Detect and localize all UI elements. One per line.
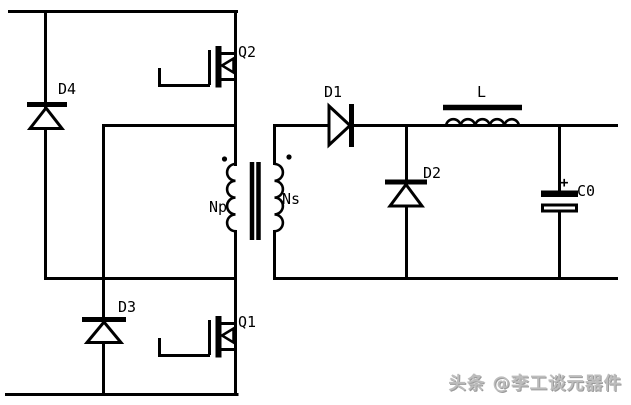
diode-d4 (26, 10, 67, 280)
diode-d3 (82, 124, 126, 396)
watermark-text: 头条 @李工谈元器件 (448, 374, 622, 394)
diode-d1 (327, 102, 354, 149)
label-np: Np (209, 198, 228, 216)
wires-and-components (5, 10, 618, 396)
label-d4: D4 (58, 80, 77, 98)
primary-winding (225, 162, 236, 233)
secondary-winding (274, 162, 285, 233)
q1-body-arrow (219, 326, 235, 345)
label-q1: Q1 (238, 313, 257, 331)
label-c0: C0 (577, 182, 596, 200)
transformer (221, 124, 292, 280)
label-q2: Q2 (238, 43, 257, 61)
label-l: L (477, 83, 487, 101)
label-cap-plus: + (560, 175, 569, 191)
q2-body-arrow (219, 56, 235, 75)
label-ns: Ns (282, 190, 301, 208)
inductor-l (443, 104, 522, 127)
capacitor-c0 (541, 124, 578, 280)
d4-triangle (26, 105, 66, 130)
d3-triangle (83, 319, 125, 344)
c0-negative-plate (541, 203, 578, 213)
d1-triangle (327, 102, 353, 149)
label-d3: D3 (118, 298, 137, 316)
primary-dot (221, 156, 228, 162)
c0-positive-plate (541, 190, 578, 197)
d2-triangle (387, 181, 425, 208)
secondary-dot (286, 154, 292, 160)
inductor-coil (444, 117, 521, 127)
mosfet-q1 (158, 316, 237, 358)
diode-d2 (385, 124, 427, 280)
label-d2: D2 (423, 164, 442, 182)
mosfet-q2 (158, 46, 237, 88)
label-d1: D1 (324, 83, 343, 101)
